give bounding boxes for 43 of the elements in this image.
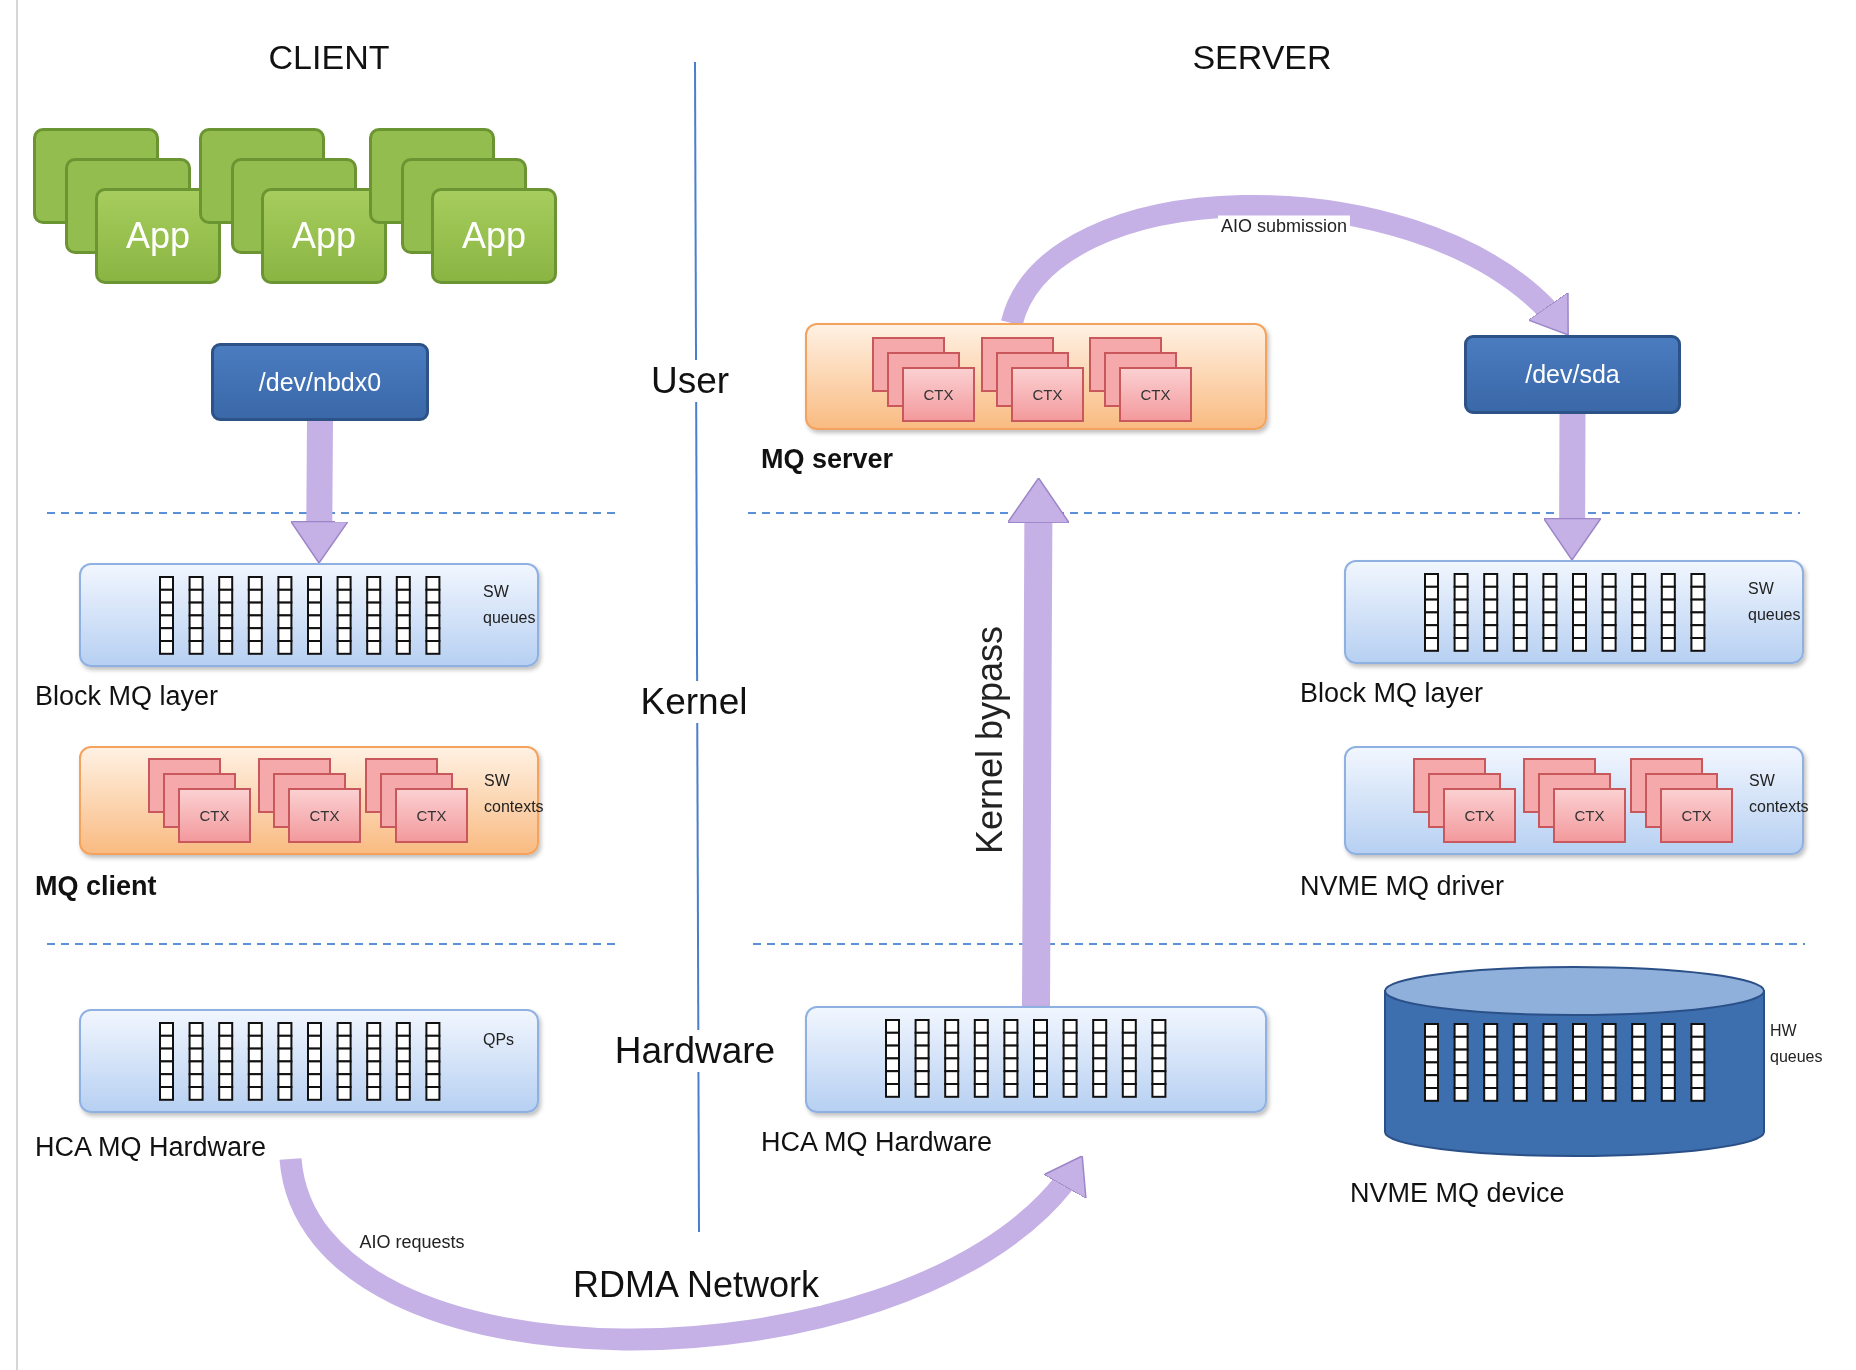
panel-note: HW queues [1770,1021,1824,1067]
ctx-label: CTX [1032,386,1063,403]
panel-note: SW contexts [1749,771,1810,817]
device-file-box: /dev/nbdx0 [211,343,429,421]
ctx-card-stack [1413,758,1516,843]
app-label: App [461,215,527,257]
ctx-card-stack [1630,758,1733,843]
arrow [289,420,349,564]
layer-caption: MQ client [35,870,157,902]
panel-note: SW contexts [484,771,545,817]
layer-caption: Block MQ layer [35,680,219,712]
panel-note: SW queues [483,582,537,628]
layer-caption: MQ server [761,443,894,475]
ctx-card-stack [365,758,468,843]
layer-caption: Block MQ layer [1300,677,1484,709]
ctx-label: CTX [199,807,230,824]
layer-caption: HCA MQ Hardware [761,1126,993,1158]
layer-caption: NVME MQ device [1350,1177,1565,1209]
ctx-card-stack [872,337,975,422]
ctx-label: CTX [1464,807,1495,824]
panel-note: SW queues [1748,579,1802,625]
app-label: App [125,215,191,257]
device-file-box: /dev/sda [1464,335,1681,414]
arrow [1006,477,1070,1007]
panel-note: QPs [483,1030,516,1050]
ctx-card-stack [148,758,251,843]
ctx-label: CTX [923,386,954,403]
ctx-label: CTX [416,807,447,824]
ctx-card-stack [1523,758,1626,843]
ctx-label: CTX [309,807,340,824]
app-card-stack [33,128,223,286]
ctx-label: CTX [1681,807,1712,824]
ctx-label: CTX [1140,386,1171,403]
layer-caption: NVME MQ driver [1300,870,1505,902]
app-card-stack [369,128,559,286]
ctx-label: CTX [1574,807,1605,824]
ctx-card-stack [981,337,1084,422]
app-card-stack [199,128,389,286]
app-label: App [291,215,357,257]
ctx-card-stack [1089,337,1192,422]
ctx-card-stack [258,758,361,843]
layer-caption: HCA MQ Hardware [35,1131,267,1163]
arrow [1542,413,1602,561]
